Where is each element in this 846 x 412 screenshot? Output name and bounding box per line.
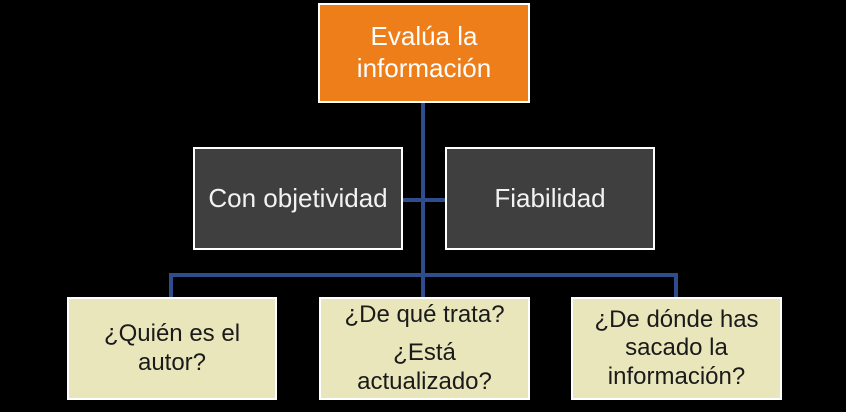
node-label: ¿De dónde has sacado la información? (594, 306, 759, 390)
node-label: Evalúa la información (356, 21, 492, 83)
node-label: Con objetividad (208, 182, 388, 213)
node-evalua-la-informacion: Evalúa la información (318, 3, 530, 103)
connector-distribution-line (169, 273, 678, 277)
node-de-que-trata: ¿De qué trata? ¿Está actualizado? (319, 297, 530, 400)
node-label-line1: ¿De qué trata? (344, 301, 505, 329)
connector-left-drop (169, 273, 173, 299)
node-fiabilidad: Fiabilidad (445, 147, 655, 250)
connector-branches-horizontal (401, 198, 447, 202)
node-quien-es-el-autor: ¿Quién es el autor? (67, 297, 277, 400)
node-de-donde-has-sacado: ¿De dónde has sacado la información? (571, 297, 782, 400)
node-label-line2: ¿Está actualizado? (357, 339, 492, 395)
connector-right-drop (674, 273, 678, 299)
node-label: Fiabilidad (494, 182, 606, 213)
node-con-objetividad: Con objetividad (193, 147, 403, 250)
node-label: ¿Quién es el autor? (103, 320, 241, 376)
